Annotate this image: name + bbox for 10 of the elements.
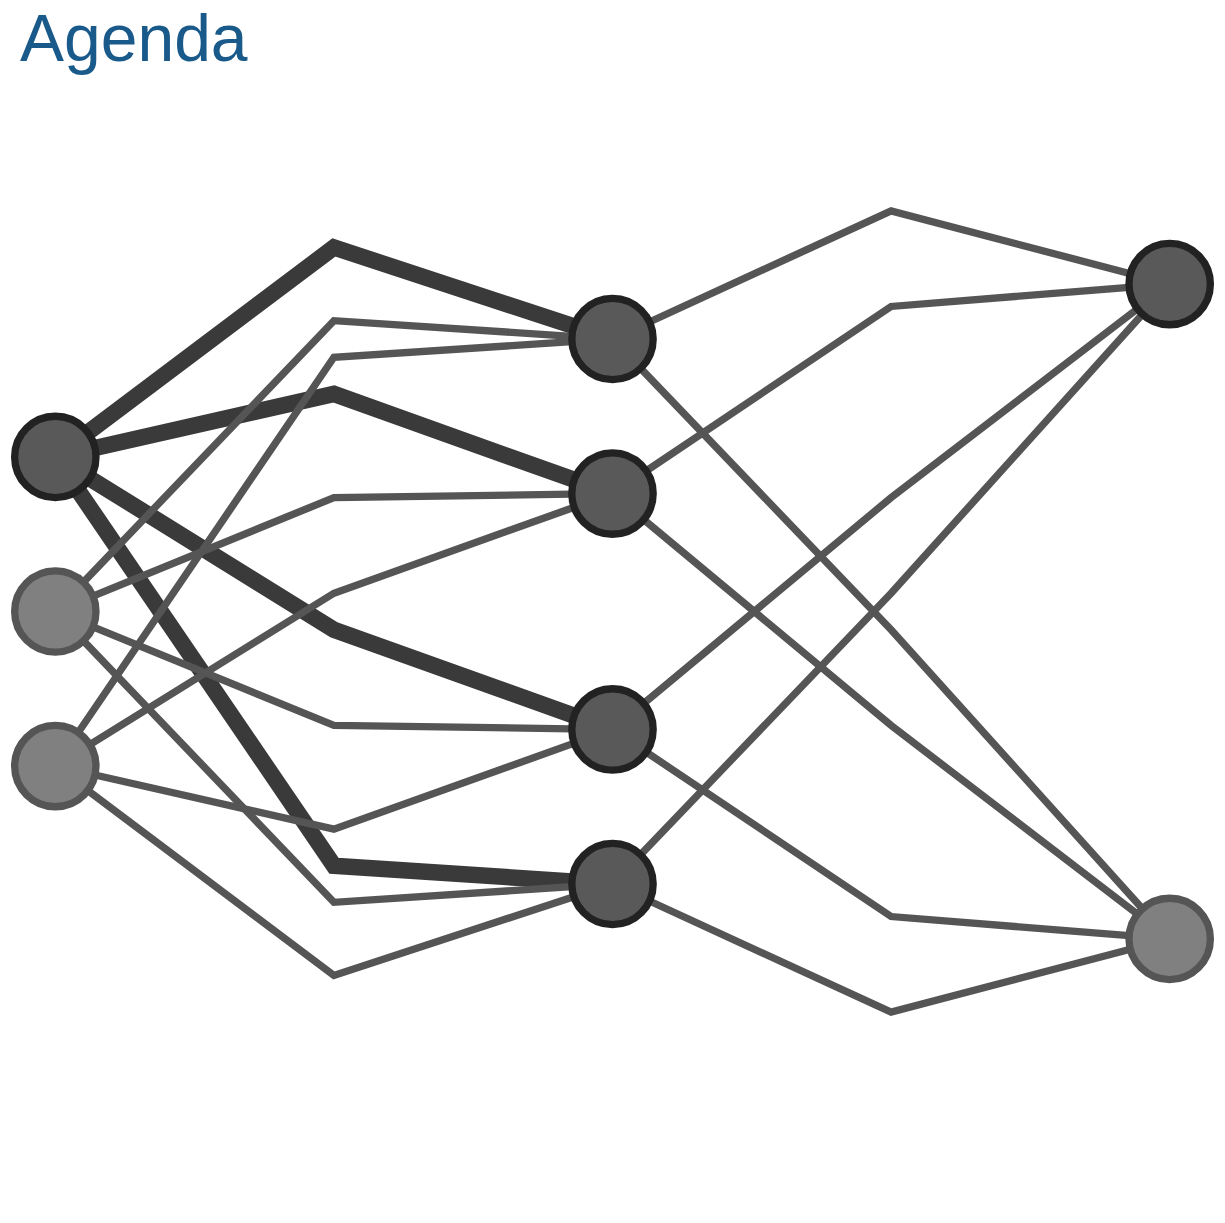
node-circle: [568, 294, 657, 384]
node-circle: [568, 839, 657, 929]
node-circle: [568, 685, 657, 774]
node-circle: [11, 412, 100, 502]
node-circle: [568, 449, 657, 538]
node-circle: [11, 721, 100, 811]
node-circle: [1125, 239, 1214, 329]
title: Agenda: [20, 0, 248, 76]
node-circle: [1125, 894, 1214, 984]
node-circle: [11, 567, 100, 656]
